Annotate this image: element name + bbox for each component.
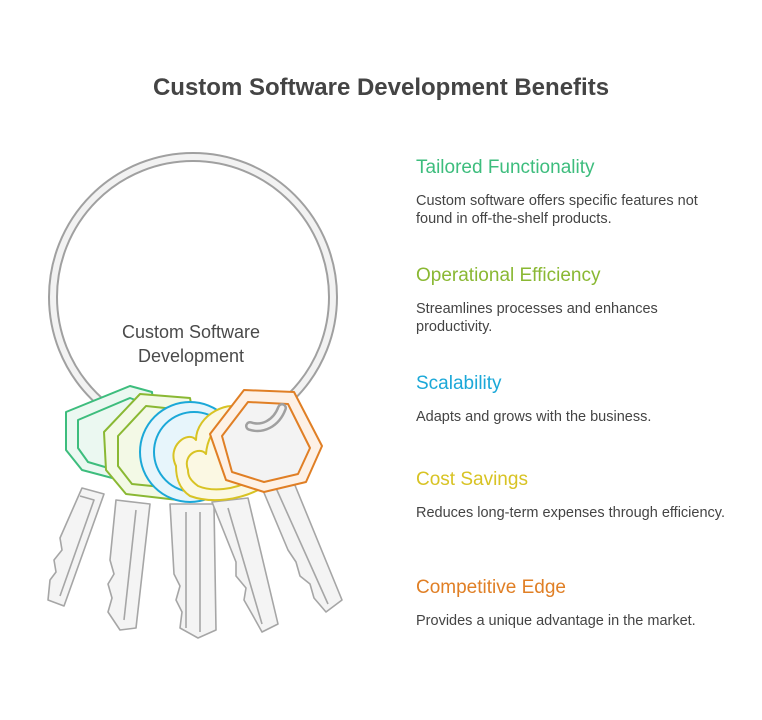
benefit-title: Operational Efficiency [416,265,601,286]
benefit-description: Reduces long-term expenses through effic… [416,505,725,521]
benefit-scalability: Scalability Adapts and grows with the bu… [416,373,736,426]
benefit-competitive-edge: Competitive Edge Provides a unique advan… [416,577,736,630]
benefit-description: Streamlines processes and enhances produ… [416,301,658,335]
benefit-title: Competitive Edge [416,577,566,598]
benefit-description: Adapts and grows with the business. [416,409,652,425]
key-shaft-3 [169,503,217,639]
key-shaft-4 [211,497,279,633]
center-label: Custom Software Development [121,322,261,366]
benefit-description: Provides a unique advantage in the marke… [416,613,696,629]
benefit-tailored-functionality: Tailored Functionality Custom software o… [416,157,736,228]
key-shaft-2 [107,499,151,631]
benefit-title: Cost Savings [416,469,528,490]
key-shaft-5 [261,477,343,613]
benefit-title: Scalability [416,373,502,394]
benefit-operational-efficiency: Operational Efficiency Streamlines proce… [416,265,736,336]
key-head-orange [209,389,323,493]
benefit-title: Tailored Functionality [416,157,595,178]
benefit-description: Custom software offers specific features… [416,193,698,227]
benefit-cost-savings: Cost Savings Reduces long-term expenses … [416,469,736,522]
page-title: Custom Software Development Benefits [152,74,610,101]
key-shaft-1 [47,487,105,607]
